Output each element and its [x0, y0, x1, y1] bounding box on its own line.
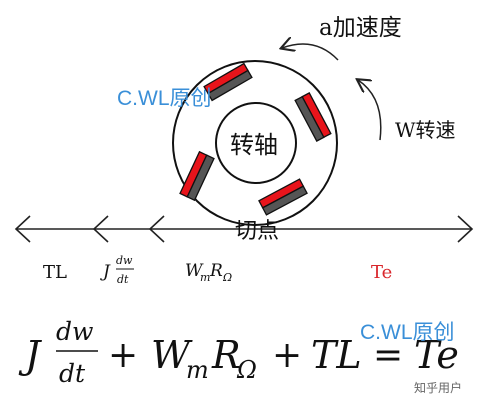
eq-j: J: [18, 333, 42, 377]
eq-w: W: [151, 333, 193, 377]
inertia-j: J: [100, 262, 111, 282]
zhihu-watermark: 知乎用户: [414, 380, 462, 395]
eq-equals: =: [373, 335, 403, 376]
arrow-left-3: [148, 215, 165, 243]
arrow-left-1: [14, 215, 31, 243]
magnet-right: [294, 92, 332, 142]
shaft-label: 转轴: [230, 131, 278, 159]
eq-te: Te: [414, 333, 459, 377]
eq-r: R: [211, 333, 241, 377]
eq-omega: Ω: [236, 356, 257, 384]
damping-r: R: [209, 261, 223, 281]
shaft-circle: [215, 102, 297, 184]
eq-m: m: [186, 356, 209, 384]
tl-label: TL: [43, 262, 67, 283]
inertia-numerator: dw: [116, 254, 133, 267]
damping-m: m: [200, 271, 210, 284]
magnet-left: [179, 150, 215, 202]
torque-equation: J dw dt + W m R Ω + TL = Te: [18, 317, 459, 388]
acceleration-label: a加速度: [319, 15, 402, 41]
eq-plus-1: +: [108, 335, 138, 376]
arrow-right: [457, 215, 474, 243]
watermark-bottom: C.WL原创: [360, 321, 455, 344]
acceleration-arrow: [282, 44, 339, 61]
eq-plus-2: +: [272, 335, 302, 376]
damping-omega: Ω: [222, 271, 232, 284]
magnet-top-left: [203, 62, 253, 102]
inertia-denominator: dt: [117, 273, 129, 286]
te-label: Te: [371, 262, 392, 283]
eq-tl: TL: [311, 333, 362, 377]
rotation-arrow: [358, 80, 382, 141]
damping-term: W m R Ω: [185, 261, 232, 284]
tangent-point-label: 切点: [235, 219, 279, 244]
inertia-term: J dw dt: [100, 254, 134, 286]
rotation-speed-label: W转速: [395, 118, 456, 142]
magnet-bottom: [258, 178, 308, 216]
arrow-left-2: [92, 215, 109, 243]
eq-denominator: dt: [59, 359, 86, 388]
damping-w: W: [185, 261, 204, 281]
eq-numerator: dw: [56, 317, 93, 346]
watermark-top: C.WL原创: [117, 87, 212, 110]
